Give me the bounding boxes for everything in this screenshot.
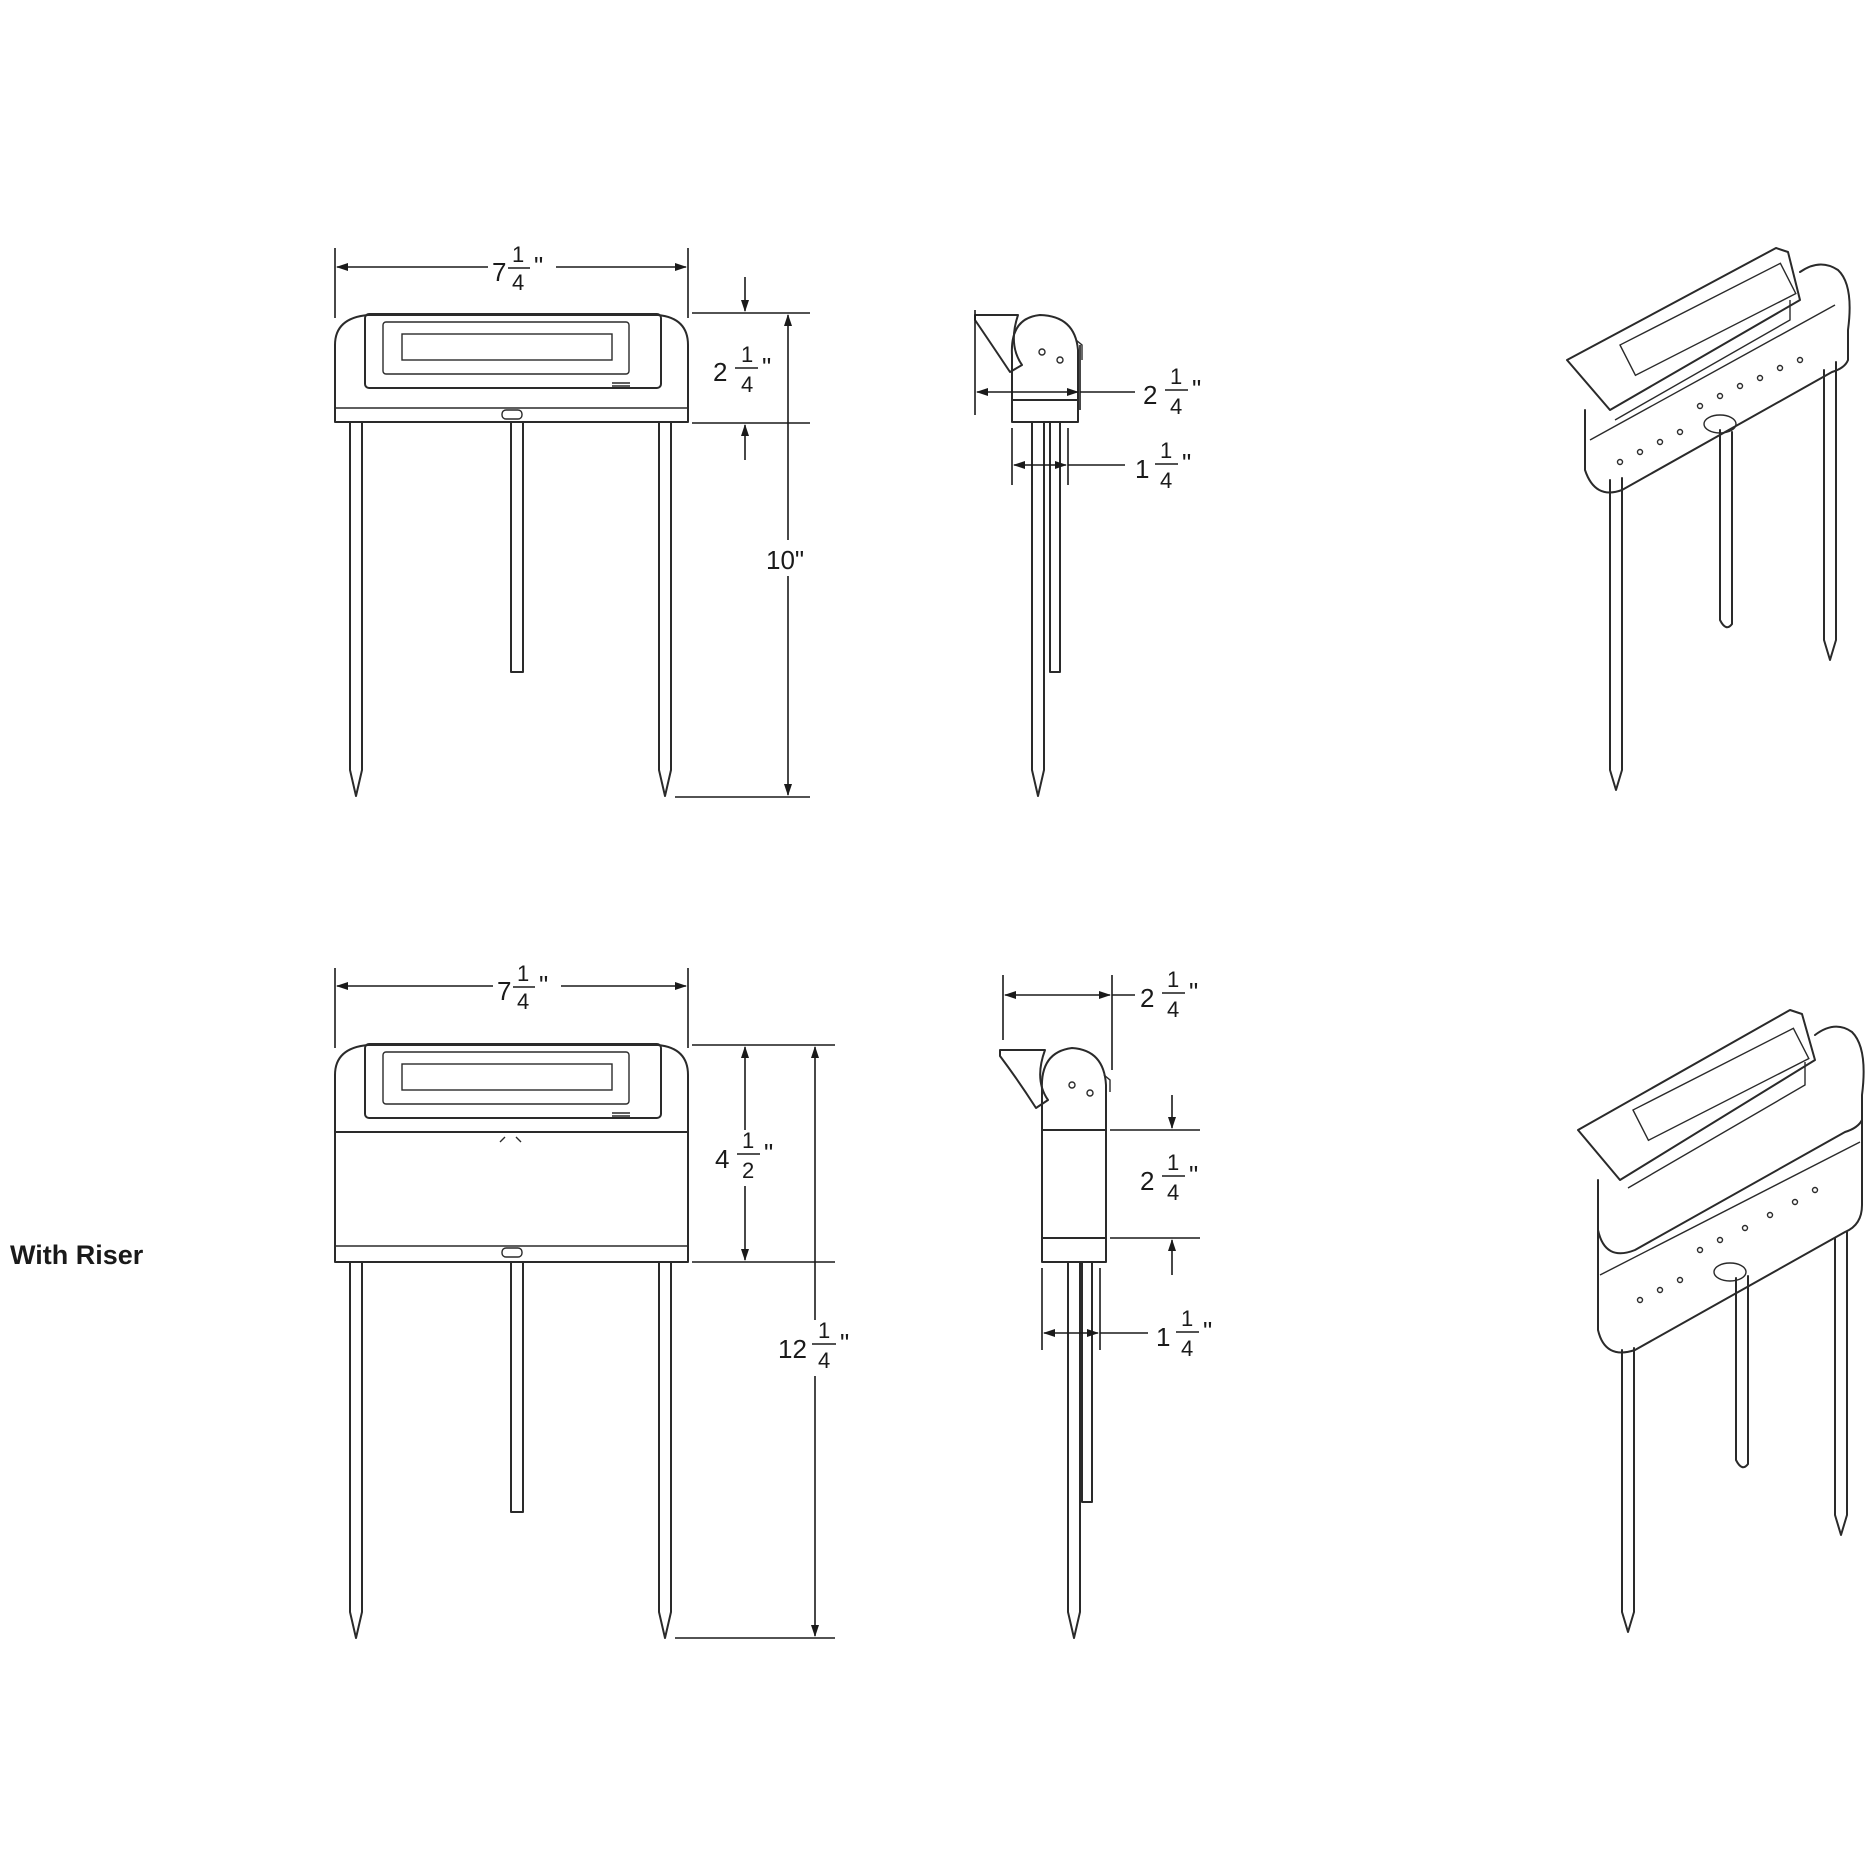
std-side-head-whole: 2 xyxy=(1143,380,1157,410)
with-riser-label: With Riser xyxy=(10,1240,144,1270)
std-width-inch: " xyxy=(534,251,543,281)
std-side-head-den: 4 xyxy=(1170,394,1182,419)
riser-side-head-inch: " xyxy=(1189,977,1198,1007)
riser-side-base-inch: " xyxy=(1203,1316,1212,1346)
riser-side-riser-den: 4 xyxy=(1167,1180,1179,1205)
riser-total-den: 4 xyxy=(818,1348,830,1373)
std-head-inch: " xyxy=(762,352,771,382)
std-side-base-whole: 1 xyxy=(1135,454,1149,484)
std-side-head-num: 1 xyxy=(1170,364,1182,389)
standard-side-dimensions: 2 1 4 " 1 1 4 " xyxy=(974,310,1201,493)
std-head-num: 1 xyxy=(741,342,753,367)
riser-front-view xyxy=(334,1043,689,1639)
standard-side-view xyxy=(974,314,1083,797)
std-side-base-num: 1 xyxy=(1160,438,1172,463)
riser-width-num: 1 xyxy=(517,961,529,986)
riser-width-den: 4 xyxy=(517,989,529,1014)
riser-side-base-num: 1 xyxy=(1181,1306,1193,1331)
riser-side-base-whole: 1 xyxy=(1156,1322,1170,1352)
riser-side-riser-inch: " xyxy=(1189,1160,1198,1190)
std-side-base-den: 4 xyxy=(1160,468,1172,493)
riser-width-whole: 7 xyxy=(497,976,511,1006)
riser-head-den: 2 xyxy=(742,1158,754,1183)
riser-head-num: 1 xyxy=(742,1128,754,1153)
std-head-den: 4 xyxy=(741,372,753,397)
standard-front-view xyxy=(334,313,689,797)
standard-front-dimensions: 7 1 4 " 2 1 4 " 10" xyxy=(334,242,818,798)
riser-side-base-den: 4 xyxy=(1181,1336,1193,1361)
std-width-num: 1 xyxy=(512,242,524,267)
riser-head-whole: 4 xyxy=(715,1144,729,1174)
std-total-height: 10" xyxy=(766,545,804,575)
std-side-head-inch: " xyxy=(1192,374,1201,404)
riser-side-head-whole: 2 xyxy=(1140,983,1154,1013)
riser-isometric-view xyxy=(1577,1009,1865,1633)
std-head-whole: 2 xyxy=(713,357,727,387)
riser-total-whole: 12 xyxy=(778,1334,807,1364)
riser-side-riser-num: 1 xyxy=(1167,1150,1179,1175)
riser-front-dimensions: 7 1 4 " 4 1 2 " 12 1 4 " xyxy=(334,961,855,1639)
riser-side-head-num: 1 xyxy=(1167,967,1179,992)
std-width-den: 4 xyxy=(512,270,524,295)
riser-side-head-den: 4 xyxy=(1167,997,1179,1022)
standard-isometric-view xyxy=(1566,247,1851,791)
std-side-base-inch: " xyxy=(1182,448,1191,478)
riser-total-inch: " xyxy=(840,1328,849,1358)
riser-side-view xyxy=(999,1047,1111,1639)
riser-side-dimensions: 2 1 4 " 2 1 4 " 1 1 4 " xyxy=(1002,967,1212,1361)
std-width-whole: 7 xyxy=(492,257,506,287)
riser-width-inch: " xyxy=(539,970,548,1000)
riser-total-num: 1 xyxy=(818,1318,830,1343)
riser-side-riser-whole: 2 xyxy=(1140,1166,1154,1196)
riser-head-inch: " xyxy=(764,1138,773,1168)
